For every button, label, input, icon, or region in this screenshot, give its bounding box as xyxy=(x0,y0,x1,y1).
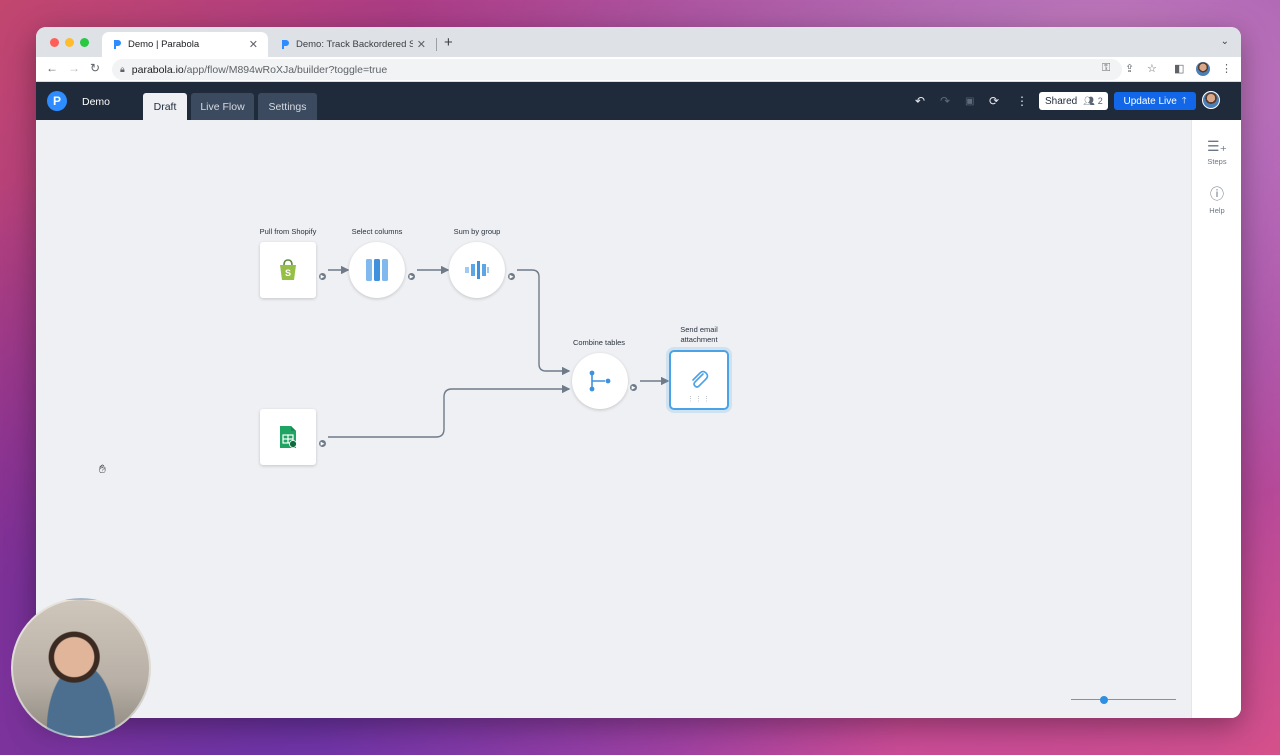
save-icon[interactable]: ▣ xyxy=(965,96,975,107)
node-pull-from-shopify[interactable]: S xyxy=(260,242,316,298)
parabola-favicon-icon xyxy=(114,40,121,49)
node-sum-by-group[interactable] xyxy=(449,242,505,298)
zoom-slider-track[interactable] xyxy=(1071,699,1176,700)
help-circle-icon: ⓘ xyxy=(1210,186,1224,202)
undo-icon[interactable]: ↶ xyxy=(915,94,926,108)
shared-count: 2 xyxy=(1097,96,1103,106)
sum-group-icon xyxy=(465,261,489,279)
browser-menu-icon[interactable]: ⋮ xyxy=(1221,63,1232,75)
close-tab-icon[interactable]: ✕ xyxy=(416,39,426,51)
presenter-webcam-bubble xyxy=(11,598,151,738)
close-window-button[interactable] xyxy=(50,38,59,47)
right-sidebar: ☰₊ Steps ⓘ Help xyxy=(1191,120,1241,718)
zoom-slider-handle[interactable] xyxy=(1100,696,1108,704)
output-port[interactable]: ▶ xyxy=(406,271,417,282)
help-button[interactable]: ⓘ Help xyxy=(1192,184,1241,215)
browser-tab-active[interactable]: Demo | Parabola ✕ xyxy=(102,32,268,57)
shared-label: Shared xyxy=(1045,95,1078,107)
app-header: P Demo Draft Live Flow Settings ↶ ↷ ▣ ⟳ … xyxy=(36,82,1241,120)
tab-divider xyxy=(436,38,437,51)
browser-tab[interactable]: Demo: Track Backordered SKU ✕ xyxy=(270,32,436,57)
user-avatar[interactable] xyxy=(1202,91,1220,109)
node-label-combine-tables: Combine tables xyxy=(572,338,626,347)
reload-icon[interactable]: ↻ xyxy=(90,61,101,75)
columns-icon xyxy=(366,259,388,281)
node-label-shopify: Pull from Shopify xyxy=(259,227,317,236)
minimize-window-button[interactable] xyxy=(65,38,74,47)
connector-gsheets-combine xyxy=(328,384,571,438)
bookmark-star-icon[interactable]: ☆ xyxy=(1147,63,1157,75)
tab-live-flow[interactable]: Live Flow xyxy=(191,93,254,120)
node-combine-tables[interactable] xyxy=(572,353,628,409)
update-live-label: Update Live xyxy=(1123,95,1177,107)
node-label-select-columns: Select columns xyxy=(351,227,403,236)
share-icon[interactable]: ⇪ xyxy=(1125,63,1135,75)
flow-name[interactable]: Demo xyxy=(82,96,111,108)
shopify-bag-icon: S xyxy=(280,259,296,280)
url-path: /app/flow/M894wRoXJa/builder?toggle=true xyxy=(183,63,388,76)
paperclip-icon xyxy=(692,370,709,388)
flow-canvas[interactable]: Pull from Shopify S ▶ Select columns ▶ S… xyxy=(36,120,1191,718)
node-select-columns[interactable] xyxy=(349,242,405,298)
combine-branch-icon xyxy=(589,370,611,392)
parabola-favicon-icon xyxy=(282,40,289,49)
node-pull-from-google-sheets[interactable] xyxy=(260,409,316,465)
tab-title: Demo: Track Backordered SKU xyxy=(296,39,413,50)
lock-icon: 🔒︎ xyxy=(120,64,125,74)
parabola-logo[interactable]: P xyxy=(47,91,67,111)
more-options-icon[interactable]: ⋮ xyxy=(1016,94,1028,108)
help-label: Help xyxy=(1209,206,1225,215)
refresh-icon[interactable]: ⟳ xyxy=(989,94,1000,108)
steps-button[interactable]: ☰₊ Steps xyxy=(1192,138,1241,166)
shared-button[interactable]: Shared 👥︎ 2 xyxy=(1039,92,1108,110)
people-icon: 👥︎ xyxy=(1083,95,1095,106)
hand-cursor-icon: ✋︎ xyxy=(99,462,106,476)
tab-title: Demo | Parabola xyxy=(128,39,200,50)
add-steps-icon: ☰₊ xyxy=(1207,138,1227,154)
profile-avatar[interactable] xyxy=(1196,62,1210,76)
google-sheets-icon xyxy=(280,426,297,448)
flow-connections xyxy=(328,265,670,438)
browser-window: Demo | Parabola ✕ Demo: Track Backordere… xyxy=(36,27,1241,718)
node-send-email-attachment[interactable]: ⋮⋮⋮ xyxy=(669,350,729,410)
url-bar[interactable]: 🔒︎ parabola.io/app/flow/M894wRoXJa/build… xyxy=(112,59,1122,80)
drag-handle-icon[interactable]: ⋮⋮⋮ xyxy=(687,396,711,403)
upload-arrow-icon: 🡑 xyxy=(1181,95,1187,105)
tab-settings[interactable]: Settings xyxy=(258,93,317,120)
output-port[interactable]: ▶ xyxy=(506,271,517,282)
tab-draft[interactable]: Draft xyxy=(143,93,187,120)
output-port[interactable]: ▶ xyxy=(317,438,328,449)
output-port[interactable]: ▶ xyxy=(628,382,639,393)
close-tab-icon[interactable]: ✕ xyxy=(248,39,258,51)
update-live-button[interactable]: Update Live 🡑 xyxy=(1114,92,1196,110)
redo-icon[interactable]: ↷ xyxy=(940,94,951,108)
node-label-sum-by-group: Sum by group xyxy=(453,227,501,236)
node-label-send-email: Send email attachment xyxy=(680,325,718,344)
back-arrow-icon[interactable]: ← xyxy=(46,61,58,75)
address-toolbar: ← → ↻ 🔒︎ parabola.io/app/flow/M894wRoXJa… xyxy=(36,57,1241,82)
output-port[interactable]: ▶ xyxy=(317,271,328,282)
tab-strip: Demo | Parabola ✕ Demo: Track Backordere… xyxy=(36,27,1241,57)
url-host: parabola.io xyxy=(131,63,184,76)
forward-arrow-icon[interactable]: → xyxy=(68,61,80,75)
steps-label: Steps xyxy=(1207,157,1227,166)
tab-search-chevron-icon[interactable]: ⌄ xyxy=(1220,36,1229,47)
connector-sum-combine xyxy=(517,269,571,376)
side-panel-icon[interactable]: ◧ xyxy=(1174,63,1185,75)
key-icon[interactable]: ⚿ xyxy=(1102,62,1111,74)
new-tab-button[interactable]: + xyxy=(444,34,453,51)
svg-text:S: S xyxy=(285,268,291,278)
maximize-window-button[interactable] xyxy=(80,38,89,47)
